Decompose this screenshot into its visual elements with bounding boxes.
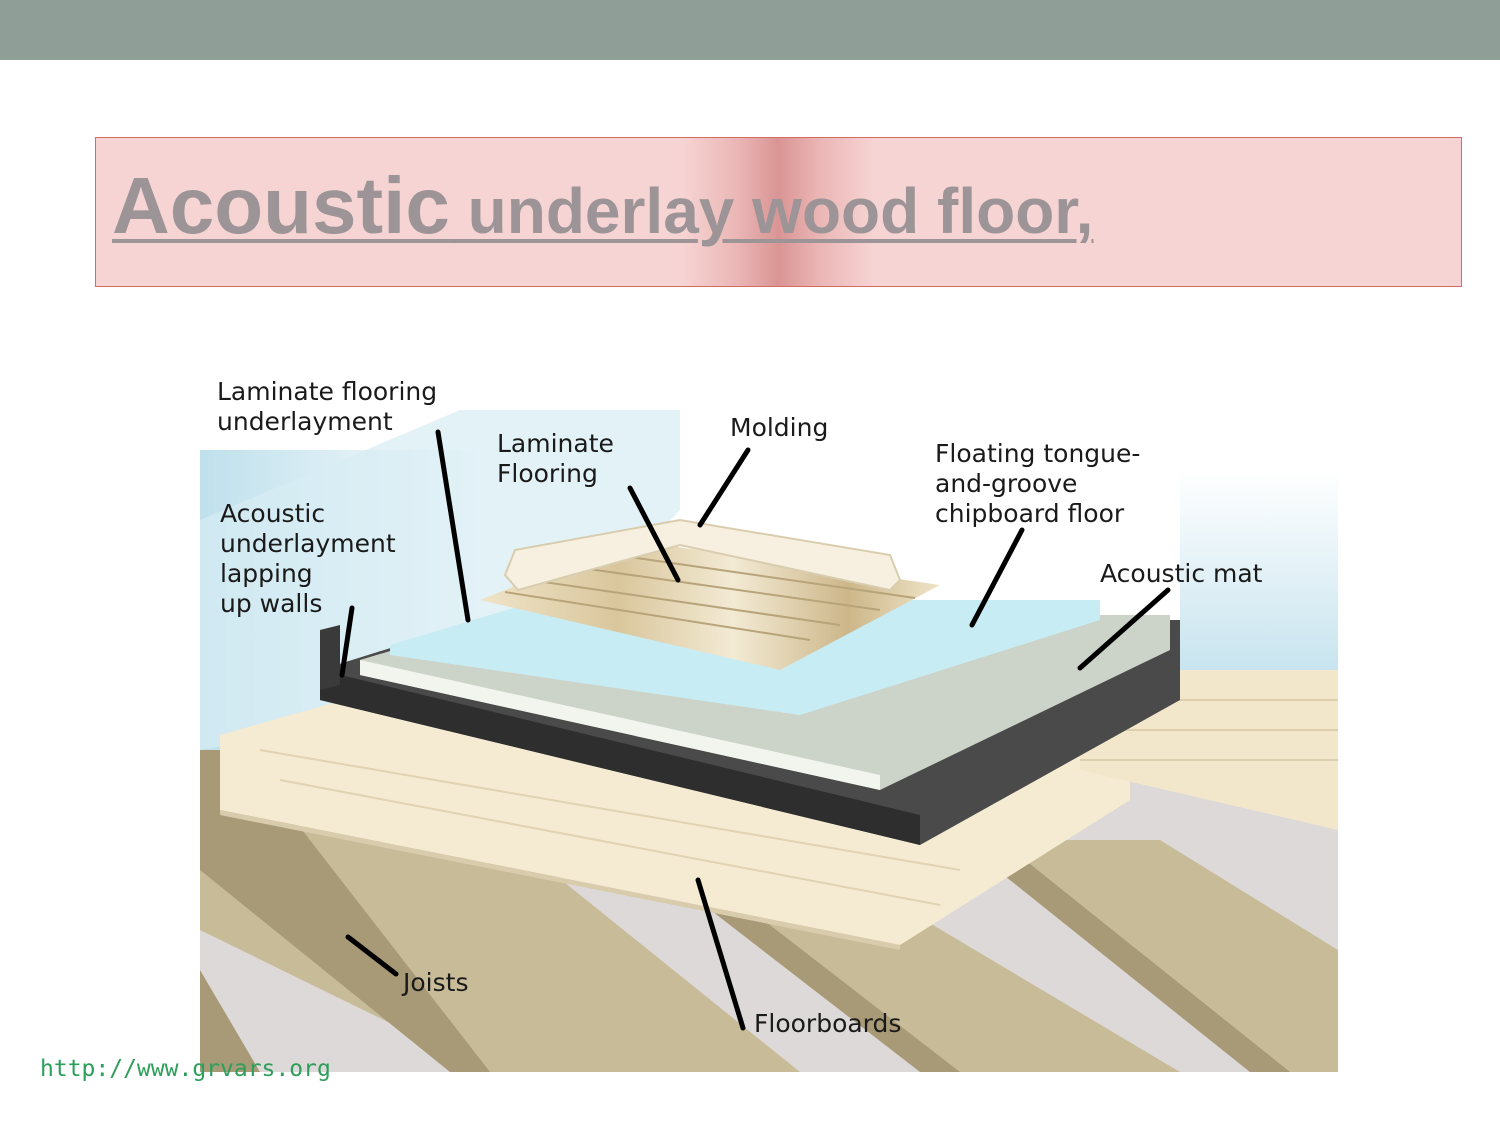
label-line: Laminate (497, 429, 614, 458)
label-line: Acoustic mat (1100, 559, 1263, 588)
label-line: Molding (730, 413, 828, 442)
title-box (95, 137, 1462, 287)
label-line: up walls (220, 589, 322, 618)
label-line: Laminate flooring (217, 377, 437, 406)
label-line: Flooring (497, 459, 598, 488)
label-line: underlayment (217, 407, 393, 436)
top-bar (0, 0, 1500, 60)
label-line: Acoustic (220, 499, 325, 528)
label-line: chipboard floor (935, 499, 1125, 528)
molding (503, 518, 902, 592)
label-line: lapping (220, 559, 313, 588)
label-laminate-underlayment: Laminate flooring underlayment (217, 377, 437, 436)
leader-lines (339, 429, 1171, 1031)
floor-diagram: Laminate flooring underlayment Laminate … (200, 377, 1338, 1072)
label-line: Floorboards (754, 1009, 901, 1038)
label-line: underlayment (220, 529, 396, 558)
title-big: Acoustic (112, 161, 450, 250)
label-floating-floor: Floating tongue- and-groove chipboard fl… (935, 439, 1140, 528)
source-url[interactable]: http://www.grvars.org (40, 1056, 331, 1082)
label-laminate-flooring: Laminate Flooring (497, 429, 614, 488)
label-floorboards: Floorboards (754, 1009, 901, 1038)
slide-title: Acoustic underlay wood floor, (112, 160, 1093, 252)
label-acoustic-lapping: Acoustic underlayment lapping up walls (220, 499, 396, 618)
label-joists: Joists (401, 968, 468, 997)
label-molding: Molding (730, 413, 828, 442)
label-line: Floating tongue- (935, 439, 1140, 468)
label-line: and-groove (935, 469, 1077, 498)
label-line: Joists (401, 968, 468, 997)
title-rest: underlay wood floor, (449, 175, 1094, 247)
label-acoustic-mat: Acoustic mat (1100, 559, 1263, 588)
